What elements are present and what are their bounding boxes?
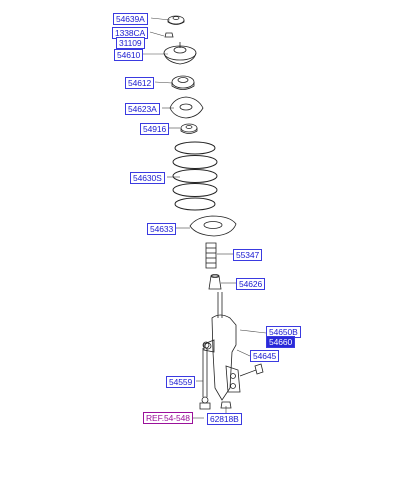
bump-stop-54626: [208, 274, 222, 290]
pad-54633: [189, 215, 237, 237]
part-label-54630S[interactable]: 54630S: [130, 172, 165, 184]
part-label-54639A[interactable]: 54639A: [113, 13, 148, 25]
nut-1338CA: [164, 32, 174, 38]
bolt-54645: [239, 363, 264, 377]
cap-54639A: [167, 15, 185, 25]
part-label-55347[interactable]: 55347: [233, 249, 263, 261]
part-label-54612[interactable]: 54612: [125, 77, 155, 89]
ref-label-54-548[interactable]: REF.54-548: [143, 412, 193, 424]
stabilizer-link-54559: [199, 341, 211, 410]
part-label-54660[interactable]: 54660: [266, 336, 296, 348]
part-label-54623A[interactable]: 54623A: [125, 103, 160, 115]
part-label-62818B[interactable]: 62818B: [207, 413, 242, 425]
part-label-54610[interactable]: 54610: [114, 49, 144, 61]
seat-54623A: [169, 96, 204, 119]
part-label-54916[interactable]: 54916: [140, 123, 170, 135]
dust-boot-55347: [205, 242, 217, 269]
mount-54610: [163, 42, 197, 65]
part-label-54633[interactable]: 54633: [147, 223, 177, 235]
part-label-54626[interactable]: 54626: [236, 278, 266, 290]
nut-62818B: [220, 401, 232, 409]
ring-54916: [180, 123, 198, 134]
part-label-54645[interactable]: 54645: [250, 350, 280, 362]
bearing-54612: [171, 75, 195, 90]
strut-54650B: [203, 292, 241, 401]
part-label-54559[interactable]: 54559: [166, 376, 196, 388]
coil-spring-54630S: [172, 141, 218, 211]
part-label-31109[interactable]: 31109: [116, 37, 145, 49]
